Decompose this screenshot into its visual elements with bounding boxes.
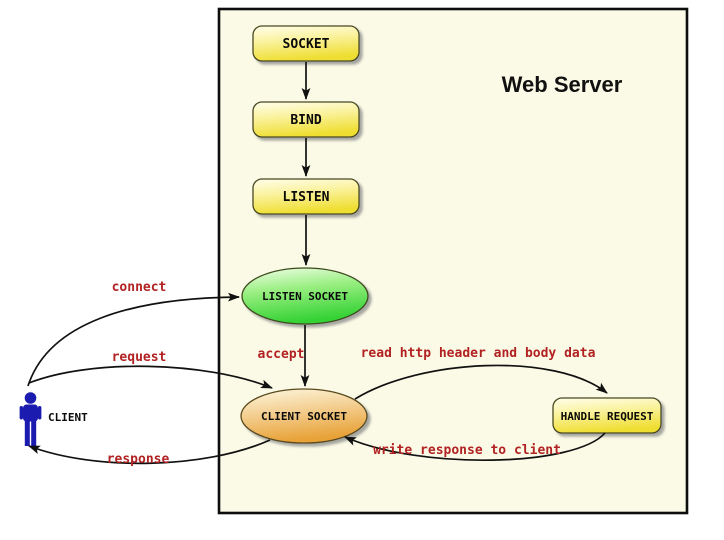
socket-node: SOCKET bbox=[252, 25, 360, 62]
edge-label-request: request bbox=[112, 350, 167, 365]
listen-socket-node: LISTEN SOCKET bbox=[241, 267, 369, 325]
socket-node-label: SOCKET bbox=[283, 37, 330, 52]
listen-node: LISTEN bbox=[252, 178, 360, 215]
client-socket-node: CLIENT SOCKET bbox=[240, 388, 368, 444]
edge-label-read: read http header and body data bbox=[361, 346, 596, 361]
edge-label-write: write response to client bbox=[373, 443, 561, 458]
handle-request-node-label: HANDLE REQUEST bbox=[561, 410, 654, 423]
web-server-title: Web Server bbox=[502, 72, 623, 97]
client-label: CLIENT bbox=[48, 411, 88, 424]
arrow-response bbox=[28, 439, 271, 465]
arrow-write-response bbox=[344, 432, 606, 462]
arrow-read-request bbox=[354, 364, 608, 400]
edge-label-response: response bbox=[107, 452, 170, 467]
handle-request-node: HANDLE REQUEST bbox=[552, 397, 662, 434]
bind-node: BIND bbox=[252, 101, 360, 138]
edge-label-connect: connect bbox=[112, 280, 167, 295]
listen-node-label: LISTEN bbox=[283, 190, 330, 205]
arrow-request bbox=[28, 365, 273, 389]
arrow-connect bbox=[27, 292, 240, 387]
bind-node-label: BIND bbox=[290, 113, 321, 128]
edge-label-accept: accept bbox=[258, 347, 305, 362]
client-socket-node-label: CLIENT SOCKET bbox=[261, 410, 347, 423]
client-person-icon bbox=[19, 392, 42, 446]
listen-socket-node-label: LISTEN SOCKET bbox=[262, 290, 348, 303]
